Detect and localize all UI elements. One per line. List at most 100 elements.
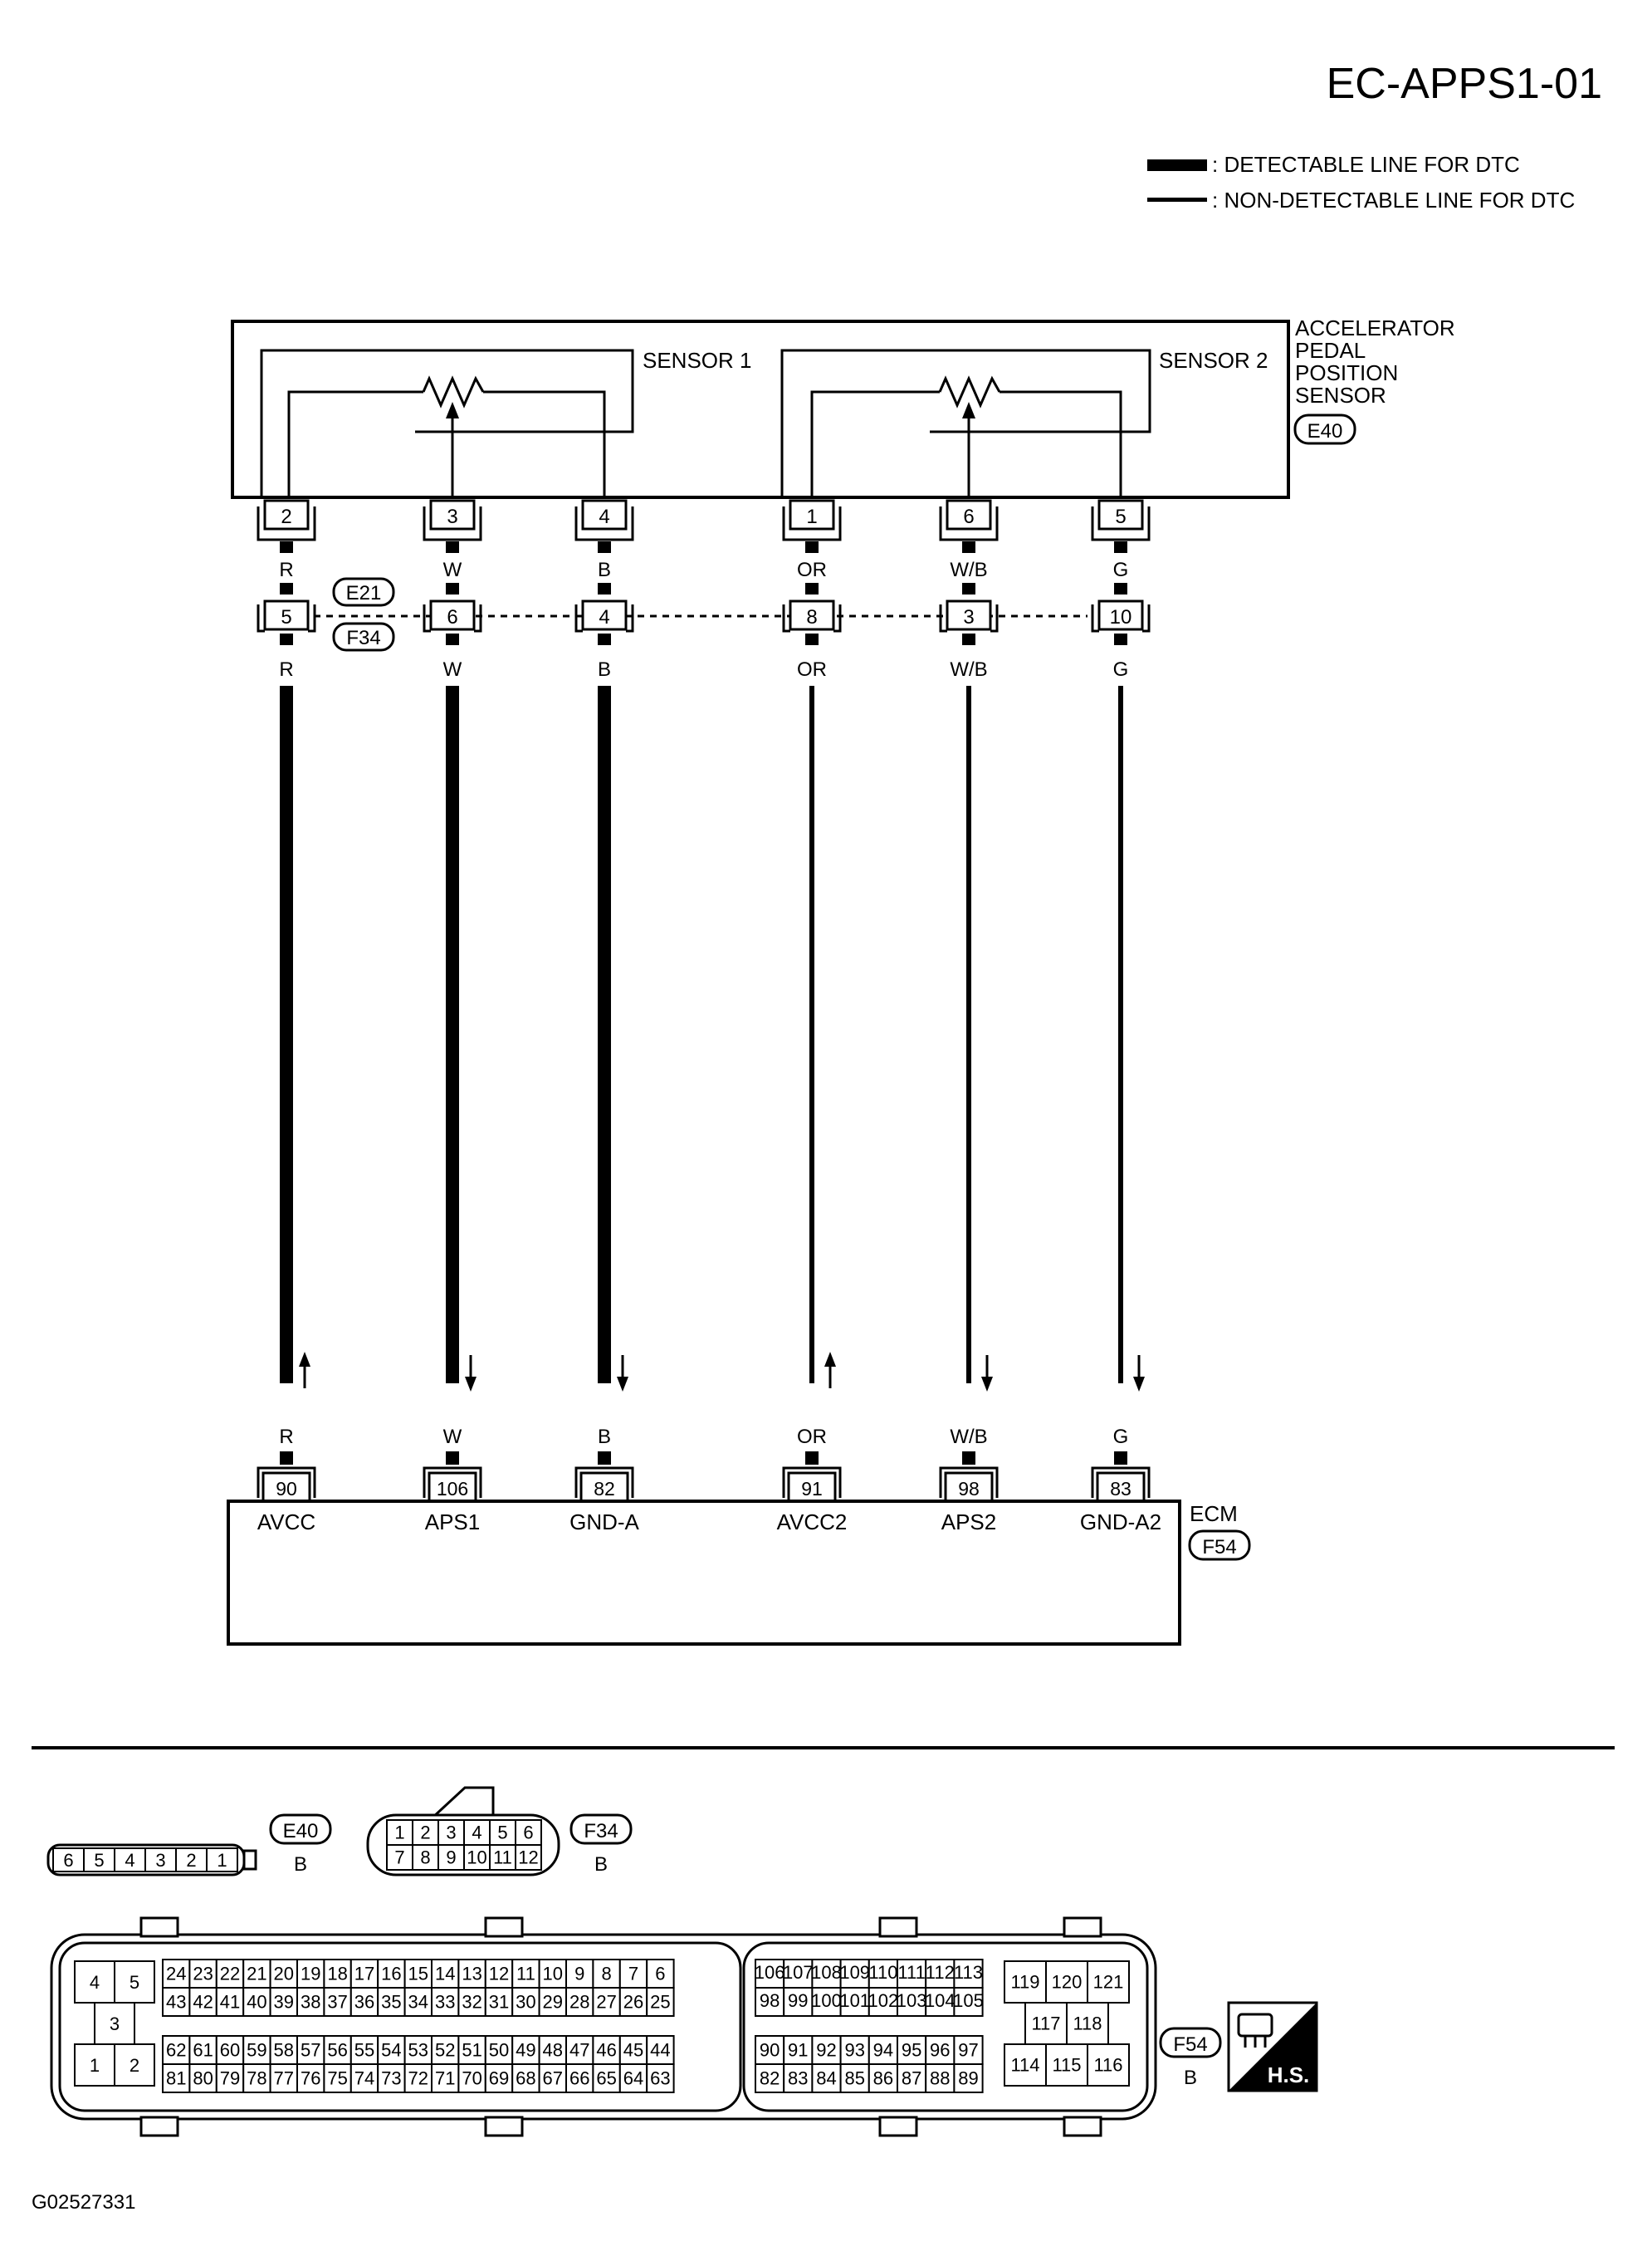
wire-non-detectable-line (966, 686, 971, 1383)
pin-cell-number: 12 (489, 1964, 509, 1984)
pin-cell-number: 25 (650, 1992, 670, 2013)
pin-cell-number: 28 (569, 1992, 589, 2013)
pin-cell (783, 2035, 814, 2065)
pin-cell-number: 4 (125, 1850, 134, 1871)
f54-connector-inner-right (742, 1941, 1149, 2112)
pin-cell (74, 2043, 115, 2087)
sensor-pin-box (789, 499, 835, 531)
pin-cell (206, 1847, 238, 1872)
pin-cell-number: 66 (569, 2068, 589, 2089)
pin-cell-number: 29 (543, 1992, 563, 2013)
junction-pin-bracket-left (939, 604, 947, 633)
wire-stub-junction-top (962, 583, 975, 595)
f54-tab-top-2 (484, 1916, 524, 1938)
pin-cell-number: 22 (220, 1964, 240, 1984)
pin-cell-number: 16 (381, 1964, 401, 1984)
hs-connector-icon (1237, 2013, 1273, 2048)
sensor-name-line-1: ACCELERATOR (1295, 316, 1455, 340)
pin-cell-number: 76 (301, 2068, 320, 2089)
ecm-pin-box (787, 1471, 837, 1503)
pin-cell (114, 2043, 155, 2087)
pin-cell-number: 20 (274, 1964, 294, 1984)
pin-cell-number: 41 (220, 1992, 240, 2013)
ecm-name: ECM (1190, 1501, 1238, 1526)
pin-cell-number: 69 (489, 2068, 509, 2089)
pin-cell-number: 73 (381, 2068, 401, 2089)
wire-color-top: B (598, 559, 611, 581)
f54-view-badge (1159, 2027, 1222, 2058)
pin-cell (403, 2063, 433, 2093)
pin-cell (646, 1987, 675, 2017)
pin-cell-number: 7 (394, 1847, 404, 1868)
pin-cell (897, 1987, 927, 2017)
pin-cell (646, 2063, 675, 2093)
pin-cell (349, 1987, 379, 2017)
wire-stub-junction-top (446, 583, 459, 595)
pin-cell-number: 48 (543, 2040, 563, 2061)
e40-view-id: E40 (283, 1820, 319, 1842)
pin-cell-number: 15 (408, 1964, 428, 1984)
pin-cell-number: 42 (193, 1992, 213, 2013)
pin-cell-number: 107 (783, 1962, 814, 1983)
wire-color-bottom: W (443, 1426, 462, 1448)
pin-cell-number: 1 (90, 2055, 100, 2076)
pin-cell (953, 2063, 984, 2093)
pin-cell-number: 9 (446, 1847, 456, 1868)
wire-stub-top (280, 541, 293, 553)
ecm-pin-bracket (257, 1466, 316, 1498)
sensor-pin-bracket (423, 506, 482, 541)
pin-cell-number: 55 (354, 2040, 374, 2061)
pin-cell-number: 75 (327, 2068, 347, 2089)
pin-cell (323, 2063, 352, 2093)
inline-connector-top-id: E21 (346, 582, 382, 604)
pin-cell-number: 94 (873, 2040, 893, 2061)
junction-pin-bracket-right (474, 604, 482, 633)
wire-stub-ecm (598, 1451, 611, 1465)
ecm: ECM F54 (227, 1500, 1251, 1646)
pin-cell-number: 5 (130, 1972, 139, 1993)
junction-pin-bracket-left (423, 604, 431, 633)
pin-cell-number: 2 (130, 2055, 139, 2076)
pin-cell (242, 2063, 271, 2093)
pin-cell-number: 27 (596, 1992, 616, 2013)
junction-pin-bracket-right (308, 604, 316, 633)
legend-thick-line (1147, 159, 1207, 171)
junction-pin-bracket-right (833, 604, 842, 633)
pin-cell (188, 2063, 217, 2093)
pin-cell-number: 10 (543, 1964, 563, 1984)
pin-cell-number: 33 (435, 1992, 455, 2013)
pin-cell-number: 116 (1093, 2055, 1122, 2076)
pin-cell (538, 2063, 567, 2093)
pin-cell-number: 47 (569, 2040, 589, 2061)
pin-cell-number: 1 (217, 1850, 227, 1871)
wire-color-mid: W/B (950, 658, 987, 681)
junction-pin-number: 8 (806, 606, 817, 629)
wire-color-bottom: R (279, 1426, 293, 1448)
pin-cell-number: 13 (462, 1964, 481, 1984)
pin-cell (1004, 1960, 1047, 2004)
pin-cell (457, 1987, 486, 2017)
pin-cell-number: 44 (650, 2040, 670, 2061)
sensor-pin-number: 4 (599, 506, 609, 528)
pin-cell-number: 24 (166, 1964, 186, 1984)
pin-cell-number: 60 (220, 2040, 240, 2061)
junction-pin-box (789, 599, 835, 631)
sensor2-resistor-left (810, 390, 940, 497)
pin-cell-number: 3 (155, 1850, 165, 1871)
pin-cell-number: 21 (247, 1964, 266, 1984)
junction-pin-box (1097, 599, 1144, 631)
wire-color-top: R (279, 559, 293, 581)
pin-cell-number: 121 (1093, 1972, 1124, 1993)
f34-view-id: F34 (584, 1820, 618, 1842)
sensor-name-line-2: PEDAL (1295, 338, 1366, 363)
sensor-pin-number: 5 (1115, 506, 1126, 528)
ecm-signal-name: AVCC (257, 1509, 315, 1534)
ecm-pin-number: 106 (437, 1478, 468, 1500)
wire-color-bottom: B (598, 1426, 611, 1448)
pin-cell-number: 31 (489, 1992, 509, 2013)
pin-cell (269, 2063, 299, 2093)
ecm-pin-number: 83 (1110, 1478, 1131, 1500)
wire-color-top: W/B (950, 559, 987, 581)
ecm-connector-badge (1188, 1529, 1251, 1561)
